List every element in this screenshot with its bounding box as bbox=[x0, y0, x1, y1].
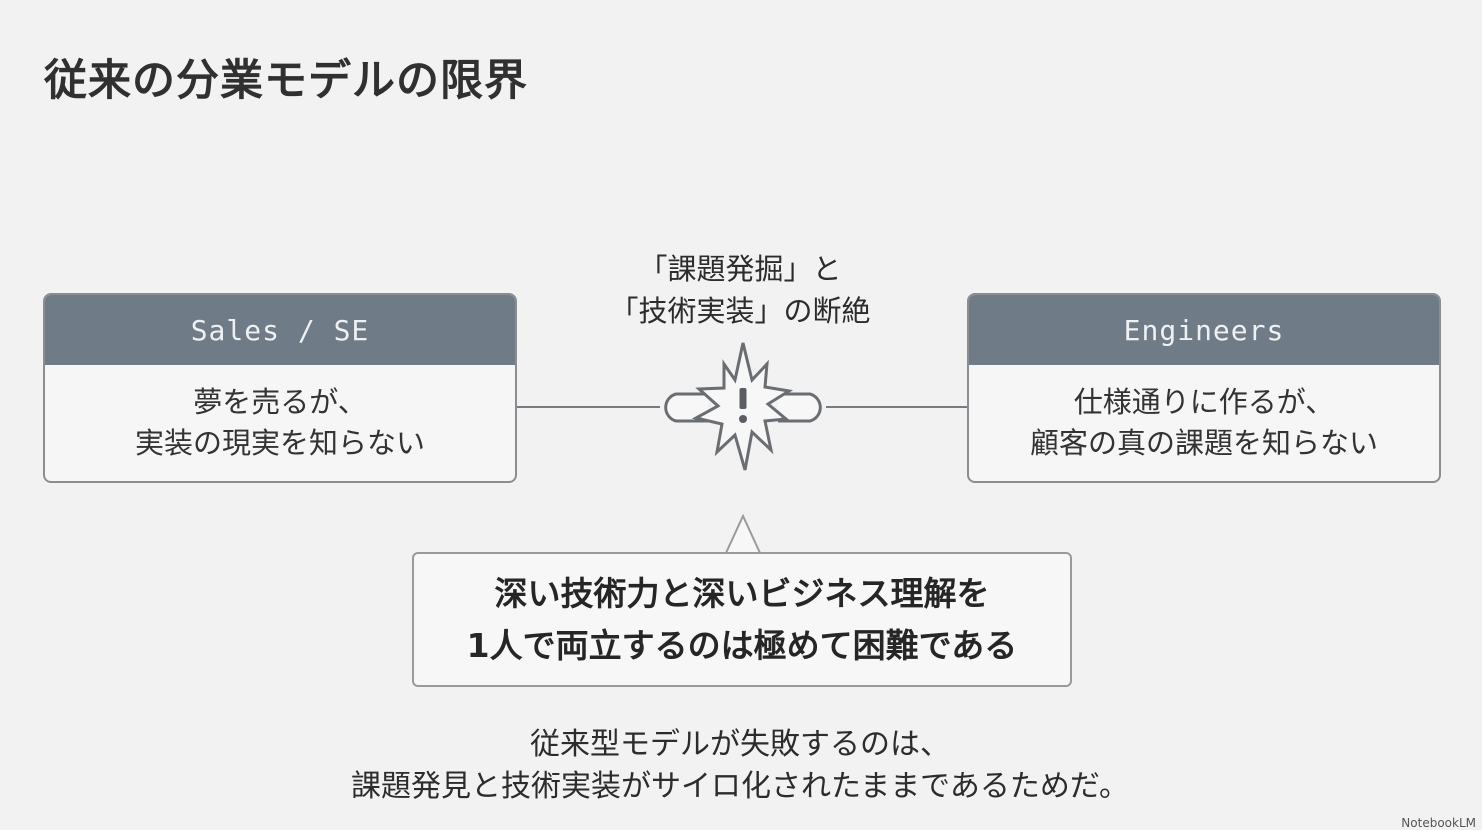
gap-label-line1: 「課題発掘」と bbox=[638, 252, 842, 286]
exclamation-bar bbox=[739, 388, 747, 409]
callout-line2: 1人で両立するのは極めて困難である bbox=[466, 625, 1018, 665]
engineers-line2: 顧客の真の課題を知らない bbox=[1029, 426, 1378, 460]
exclamation-dot bbox=[739, 415, 747, 423]
conclusion-text: 従来型モデルが失敗するのは、 課題発見と技術実装がサイロ化されたままであるためだ… bbox=[240, 724, 1240, 808]
callout-box: 深い技術力と深いビジネス理解を 1人で両立するのは極めて困難である bbox=[412, 552, 1072, 687]
sales-se-line1: 夢を売るが、 bbox=[193, 385, 367, 419]
left-link-piece bbox=[664, 392, 708, 423]
right-link-piece bbox=[778, 392, 822, 423]
callout-line1: 深い技術力と深いビジネス理解を bbox=[494, 573, 990, 613]
engineers-line1: 仕様通りに作るが、 bbox=[1073, 385, 1335, 419]
watermark: NotebookLM bbox=[1401, 816, 1476, 830]
sales-se-line2: 実装の現実を知らない bbox=[134, 426, 425, 460]
sales-se-body: 夢を売るが、 実装の現実を知らない bbox=[45, 365, 515, 481]
gap-label: 「課題発掘」と 「技術実装」の断絶 bbox=[560, 248, 920, 332]
engineers-body: 仕様通りに作るが、 顧客の真の課題を知らない bbox=[969, 365, 1439, 481]
sales-se-header: Sales / SE bbox=[45, 295, 515, 365]
gap-label-line2: 「技術実装」の断絶 bbox=[609, 294, 871, 328]
conclusion-line1: 従来型モデルが失敗するのは、 bbox=[530, 727, 950, 762]
slide-title: 従来の分業モデルの限界 bbox=[44, 56, 528, 106]
conclusion-line2: 課題発見と技術実装がサイロ化されたままであるためだ。 bbox=[351, 769, 1129, 804]
sales-se-card: Sales / SE 夢を売るが、 実装の現実を知らない bbox=[43, 293, 517, 483]
callout-pointer bbox=[724, 513, 762, 554]
engineers-card: Engineers 仕様通りに作るが、 顧客の真の課題を知らない bbox=[967, 293, 1441, 483]
engineers-header: Engineers bbox=[969, 295, 1439, 365]
